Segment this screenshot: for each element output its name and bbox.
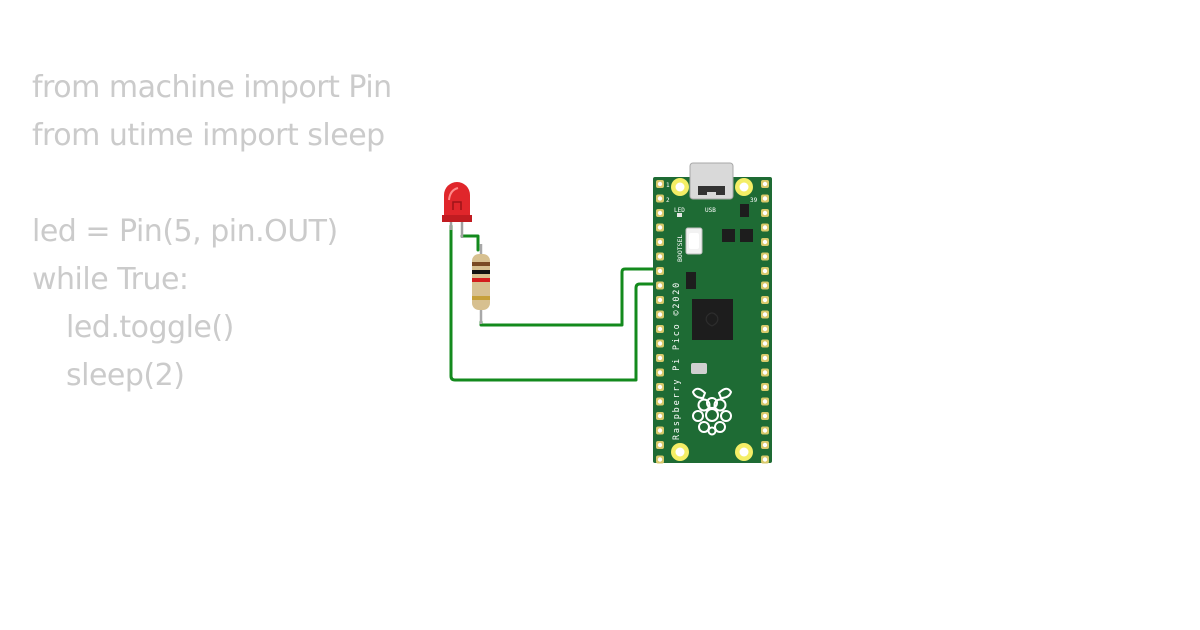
code-line: sleep(2) bbox=[66, 358, 185, 393]
gpio-pin-hole bbox=[657, 312, 663, 317]
pin-2-label: 2 bbox=[666, 197, 670, 204]
gpio-pin-hole bbox=[657, 297, 663, 303]
gpio-pin-hole bbox=[657, 384, 663, 390]
small-chip bbox=[686, 272, 696, 289]
gpio-pin-hole bbox=[657, 428, 663, 433]
gpio-pin-hole bbox=[762, 355, 768, 361]
gpio-pin-hole bbox=[762, 239, 768, 245]
wires bbox=[449, 224, 666, 382]
wire-led-to-resistor[interactable] bbox=[460, 234, 480, 252]
usb-connector[interactable] bbox=[689, 162, 734, 200]
code-line: led = Pin(5, pin.OUT) bbox=[32, 214, 338, 249]
resistor-band-1 bbox=[472, 262, 490, 266]
led-highlight bbox=[448, 187, 459, 201]
gpio-pin-hole bbox=[762, 312, 768, 317]
gpio-pin-hole bbox=[657, 254, 663, 259]
gpio-pin-hole bbox=[762, 341, 768, 346]
gpio-pin-hole bbox=[657, 196, 663, 201]
gpio-pin-hole bbox=[762, 413, 768, 419]
gpio-pin-hole bbox=[657, 210, 663, 216]
resistor-band-2 bbox=[472, 270, 490, 274]
gpio-pin-hole bbox=[657, 181, 663, 187]
gpio-pin-hole bbox=[657, 457, 663, 462]
gpio-pin-hole bbox=[762, 196, 768, 201]
rp2040-chip bbox=[692, 299, 733, 340]
code-line: from machine import Pin bbox=[32, 70, 392, 105]
gpio-pin-hole bbox=[762, 268, 768, 274]
rp2040-logo bbox=[705, 312, 719, 327]
led-rim bbox=[442, 215, 472, 222]
usb-label: USB bbox=[705, 207, 716, 214]
gpio-pin-hole bbox=[657, 355, 663, 361]
resistor-band-4 bbox=[472, 296, 490, 300]
mounting-hole bbox=[675, 447, 685, 457]
usb-port-opening bbox=[698, 186, 725, 195]
wire-led-to-pico-gnd[interactable] bbox=[449, 224, 666, 382]
gpio-pin-hole bbox=[762, 283, 768, 288]
mounting-hole bbox=[739, 447, 749, 457]
mounting-hole bbox=[675, 182, 685, 192]
raspberry-logo-icon bbox=[691, 387, 733, 436]
gpio-pin-hole bbox=[762, 297, 768, 303]
pico-board[interactable]: 1 2 39 LED USB BOOTSEL Raspberry Pi Pico… bbox=[653, 162, 772, 464]
crystal-chip bbox=[740, 229, 753, 242]
wire-resistor-to-pico[interactable] bbox=[479, 267, 666, 327]
code-line: while True: bbox=[32, 262, 189, 297]
gpio-pin-hole bbox=[762, 428, 768, 433]
gpio-pin-hole bbox=[762, 181, 768, 187]
onboard-led bbox=[677, 213, 682, 217]
resistor-component[interactable] bbox=[472, 244, 490, 324]
gpio-pin-hole bbox=[762, 254, 768, 259]
gpio-pin-hole bbox=[762, 370, 768, 375]
gpio-pin-hole bbox=[657, 370, 663, 375]
gpio-pin-hole bbox=[657, 225, 663, 230]
pin-39-label: 39 bbox=[750, 197, 758, 204]
gpio-pin-hole bbox=[762, 457, 768, 462]
flash-chip bbox=[722, 229, 735, 242]
led-label: LED bbox=[674, 207, 685, 214]
gpio-pin-hole bbox=[657, 341, 663, 346]
code-listing: from machine import Pin from utime impor… bbox=[32, 64, 392, 400]
regulator-chip bbox=[740, 204, 749, 217]
pin-column-left bbox=[656, 180, 664, 464]
gpio-pin-hole bbox=[657, 442, 663, 448]
bootsel-label: BOOTSEL bbox=[676, 235, 684, 262]
board-label: Raspberry Pi Pico ©2020 bbox=[672, 281, 682, 440]
gpio-pin-hole bbox=[657, 413, 663, 419]
debug-pad bbox=[691, 363, 707, 374]
gpio-pin-hole bbox=[657, 283, 663, 288]
gpio-pin-hole bbox=[657, 326, 663, 332]
gpio-pin-hole bbox=[762, 384, 768, 390]
led-component[interactable] bbox=[442, 182, 472, 238]
code-line: led.toggle() bbox=[66, 310, 234, 345]
mounting-hole bbox=[739, 182, 749, 192]
gpio-pin-hole bbox=[762, 442, 768, 448]
led-body bbox=[444, 182, 470, 218]
gpio-pin-hole bbox=[762, 210, 768, 216]
pin-1-label: 1 bbox=[666, 182, 670, 189]
gpio-pin-hole bbox=[762, 225, 768, 230]
gpio-pin-hole bbox=[657, 239, 663, 245]
pin-column-right bbox=[761, 180, 769, 464]
gpio-pin-hole bbox=[762, 399, 768, 404]
bootsel-button-cap bbox=[689, 233, 699, 249]
gpio-pin-hole bbox=[762, 326, 768, 332]
resistor-band-3 bbox=[472, 278, 490, 282]
gpio-pin-hole bbox=[657, 268, 663, 274]
led-inner-die bbox=[452, 201, 462, 210]
code-line: from utime import sleep bbox=[32, 118, 385, 153]
gpio-pin-hole bbox=[657, 399, 663, 404]
